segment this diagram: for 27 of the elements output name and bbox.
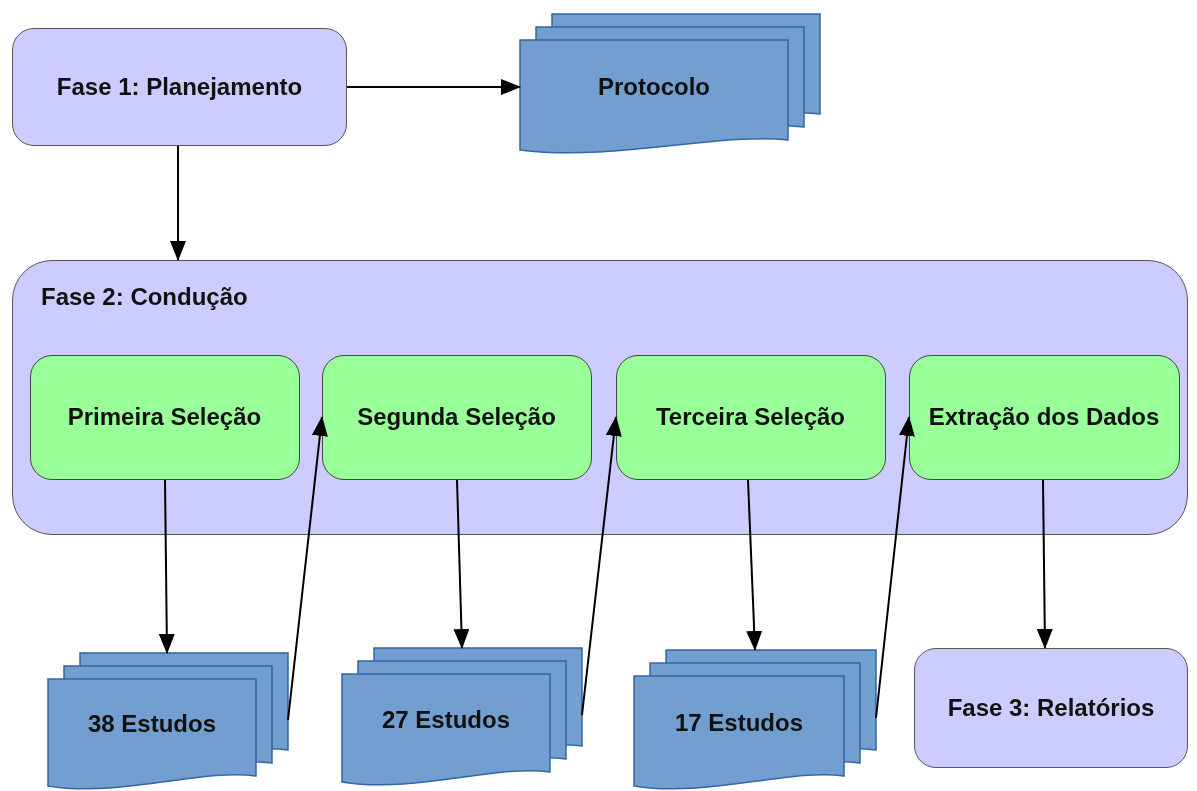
arrow — [170, 145, 186, 261]
step-label: Primeira Seleção — [66, 401, 263, 432]
arrow — [1036, 479, 1053, 649]
phase-label: Fase 3: Relatórios — [946, 692, 1156, 723]
step-box — [321, 354, 592, 480]
phase-label: Fase 1: Planejamento — [55, 71, 304, 102]
step-box — [615, 354, 886, 480]
step-box — [29, 354, 300, 480]
arrow — [158, 479, 175, 654]
document-label: 38 Estudos — [87, 709, 216, 740]
arrow — [875, 416, 915, 719]
step-label: Extração dos Dados — [927, 401, 1161, 432]
document-label: 27 Estudos — [381, 704, 510, 735]
step-box — [908, 354, 1180, 480]
arrow — [346, 79, 521, 95]
document-label: Protocolo — [598, 71, 710, 102]
phase-container — [12, 260, 1188, 535]
arrow — [287, 416, 328, 721]
phase-box — [12, 28, 347, 146]
phase-heading: Fase 2: Condução — [41, 283, 248, 311]
phase-box — [914, 648, 1188, 768]
arrow — [581, 416, 622, 716]
arrow — [453, 479, 470, 649]
arrow — [746, 479, 763, 651]
step-label: Segunda Seleção — [356, 401, 557, 432]
step-label: Terceira Seleção — [655, 401, 846, 432]
document-label: 17 Estudos — [674, 707, 803, 738]
